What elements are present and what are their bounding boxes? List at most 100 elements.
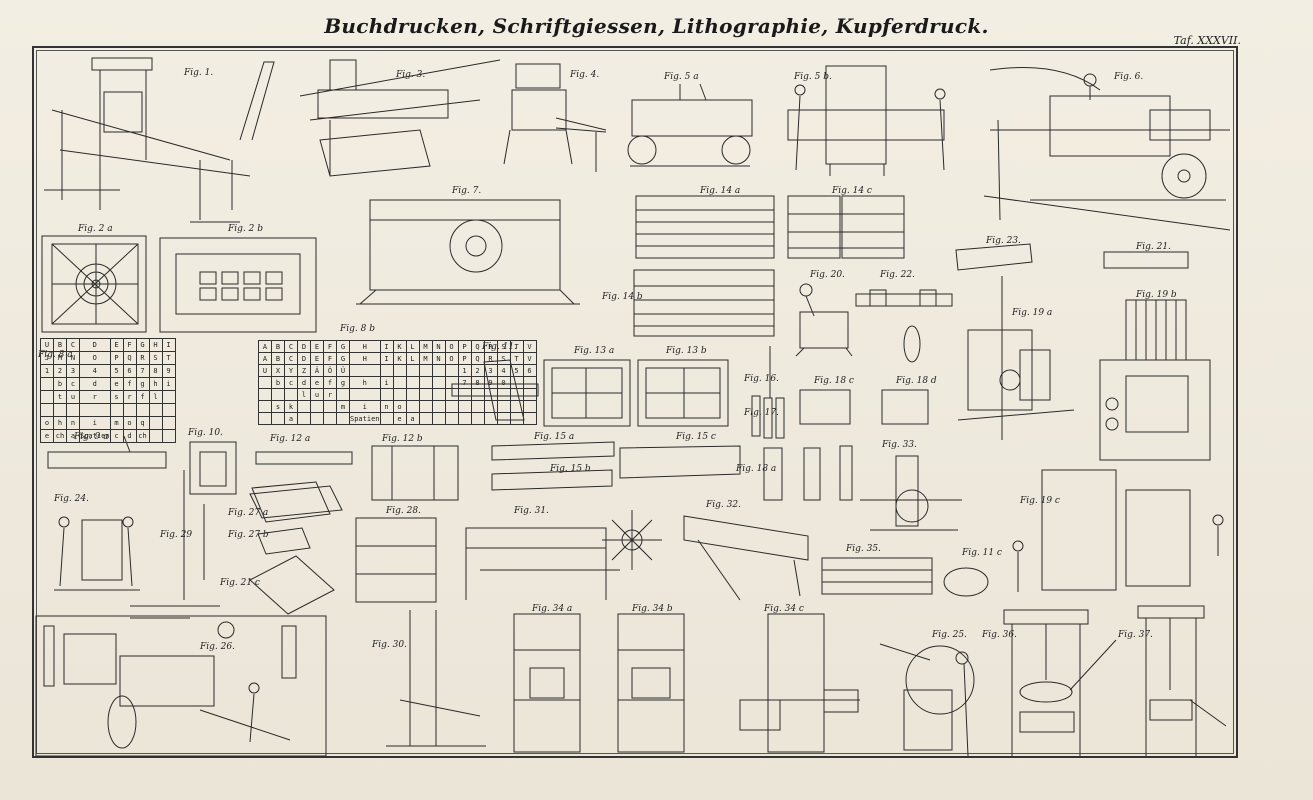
label-fig-14c: Fig. 14 c	[832, 186, 872, 196]
case-cell: h	[148, 377, 163, 391]
case-cell: o	[40, 416, 54, 430]
fig-34-presses	[513, 613, 860, 753]
case-cell: 5	[109, 364, 124, 378]
case-cell: C	[284, 340, 298, 353]
case-cell: d	[297, 376, 311, 389]
case-cell	[457, 412, 472, 425]
fig-13-chases	[543, 359, 729, 427]
label-fig-27b: Fig. 27 b	[228, 530, 269, 540]
case-row	[40, 403, 176, 417]
case-cell	[258, 376, 272, 389]
case-cell	[405, 400, 420, 413]
case-cell: B	[271, 340, 285, 353]
case-cell	[522, 376, 537, 389]
case-cell: G	[336, 340, 350, 353]
fig-23-21-bars	[955, 243, 1189, 271]
fig-19c-workshop	[1012, 469, 1224, 592]
case-cell: 0	[496, 376, 511, 389]
case-cell: X	[271, 364, 285, 377]
case-cell: 3	[66, 364, 80, 378]
fig-19b-machine	[1099, 299, 1211, 461]
case-cell: u	[310, 388, 324, 401]
fig-18-blocks	[763, 389, 929, 501]
label-fig-17: Fig. 17.	[744, 408, 779, 418]
plate-title: Buchdrucken, Schriftgiessen, Lithographi…	[324, 14, 989, 38]
label-fig-18d: Fig. 18 d	[896, 376, 937, 386]
case-cell	[418, 412, 433, 425]
case-cell: K	[392, 340, 407, 353]
case-cell	[496, 400, 511, 413]
case-cell: 3	[483, 364, 498, 377]
plate-number: Taf. XXXVII.	[1173, 34, 1241, 47]
case-cell	[336, 412, 350, 425]
label-fig-13b: Fig. 13 b	[666, 346, 707, 356]
case-cell: 2	[470, 364, 485, 377]
case-cell: Ö	[323, 364, 337, 377]
label-fig-34b: Fig. 34 b	[632, 604, 673, 614]
case-cell	[470, 400, 485, 413]
case-cell	[444, 388, 459, 401]
case-cell	[336, 388, 350, 401]
case-cell	[483, 388, 498, 401]
case-cell	[418, 400, 433, 413]
case-cell: L	[405, 340, 420, 353]
case-cell	[297, 400, 311, 413]
case-cell	[418, 388, 433, 401]
case-cell	[122, 403, 137, 417]
case-cell: e	[40, 429, 54, 443]
case-cell	[418, 364, 433, 377]
fig-31-press	[465, 510, 662, 600]
case-cell: a	[284, 412, 298, 425]
case-cell: 6	[522, 364, 537, 377]
case-cell: Q	[470, 352, 485, 365]
label-fig-36: Fig. 36.	[982, 630, 1017, 640]
case-cell: n	[66, 416, 80, 430]
label-fig-31: Fig. 31.	[514, 506, 549, 516]
case-cell	[349, 364, 381, 377]
case-cell: D	[79, 338, 111, 352]
case-cell: 9	[483, 376, 498, 389]
case-cell: F	[122, 338, 137, 352]
label-fig-10: Fig. 10.	[188, 428, 223, 438]
label-fig-7: Fig. 7.	[452, 186, 482, 196]
case-cell: c	[284, 376, 298, 389]
fig-35-machine	[821, 557, 933, 595]
case-cell	[135, 403, 150, 417]
case-cell	[392, 364, 407, 377]
case-cell: E	[310, 352, 324, 365]
case-cell: H	[148, 338, 163, 352]
case-cell: r	[122, 390, 137, 404]
case-cell	[418, 376, 433, 389]
label-fig-34a: Fig. 34 a	[532, 604, 573, 614]
case-cell: N	[66, 351, 80, 365]
fig-33-press	[860, 455, 962, 531]
case-cell: T	[509, 340, 524, 353]
case-cell	[271, 388, 285, 401]
case-cell: B	[53, 338, 67, 352]
label-fig-33: Fig. 33.	[882, 440, 917, 450]
case-cell: i	[79, 416, 111, 430]
label-fig-15a: Fig. 15 a	[534, 432, 575, 442]
case-cell	[161, 390, 176, 404]
case-cell: C	[66, 338, 80, 352]
case-cell	[431, 388, 446, 401]
label-fig-20: Fig. 20.	[810, 270, 845, 280]
case-cell: e	[310, 376, 324, 389]
label-fig-18c: Fig. 18 c	[814, 376, 854, 386]
case-cell	[405, 388, 420, 401]
case-cell	[457, 388, 472, 401]
plate-frame	[32, 46, 1238, 758]
case-cell: b	[271, 376, 285, 389]
case-cell: r	[79, 390, 111, 404]
label-fig-18a: Fig. 18 a	[736, 464, 777, 474]
case-cell	[444, 400, 459, 413]
case-cell	[483, 400, 498, 413]
label-fig-8b: Fig. 8 b	[340, 324, 375, 334]
case-cell: Ü	[336, 364, 350, 377]
case-cell: Ä	[310, 364, 324, 377]
